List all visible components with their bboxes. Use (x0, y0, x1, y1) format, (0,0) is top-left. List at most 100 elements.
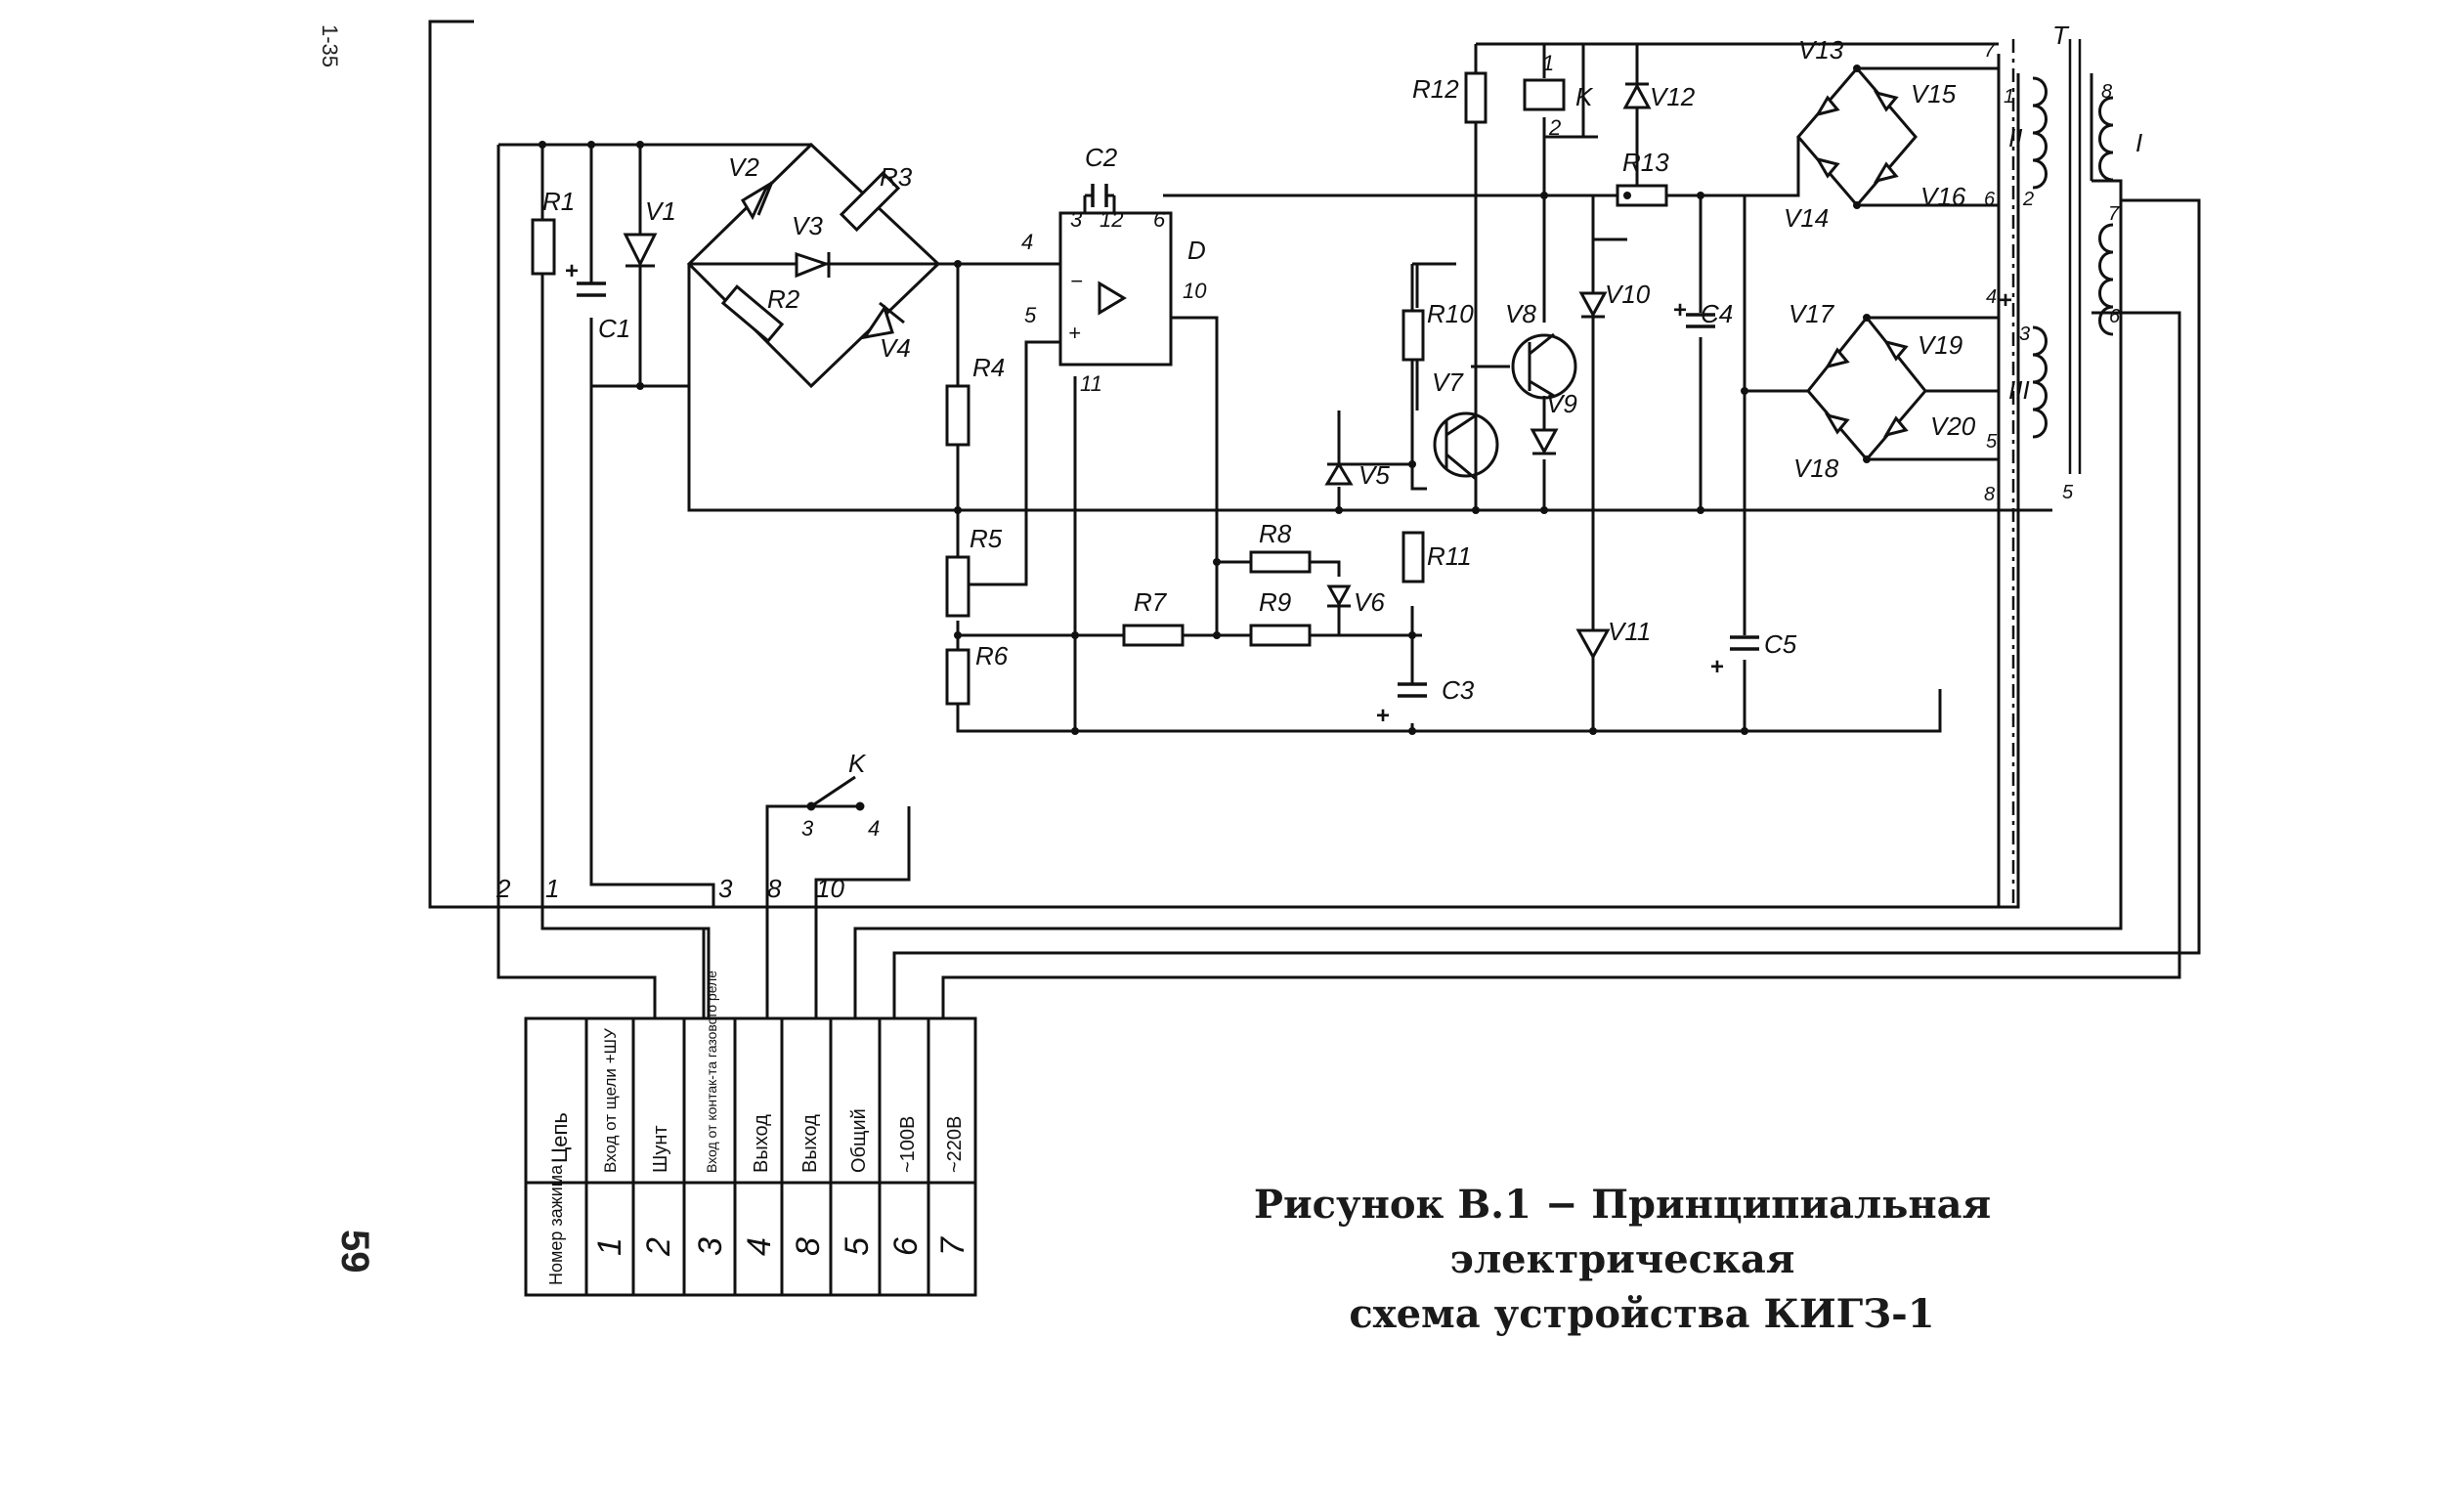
bus-number: 1 (545, 874, 559, 903)
diode-v18 (1824, 412, 1850, 435)
table-circuit-1: Вход от щели +ШУ (601, 1028, 620, 1173)
capacitor-c3 (1398, 682, 1427, 698)
diode-v9 (1530, 428, 1559, 455)
opamp-pin-4: 4 (1021, 230, 1033, 254)
opamp-pin-6: 6 (1153, 207, 1166, 232)
label-c5: C5 (1764, 629, 1797, 659)
label-v17: V17 (1789, 299, 1835, 328)
table-number-6: 5 (839, 1237, 876, 1256)
label-v9: V9 (1546, 389, 1577, 418)
terminal-table (524, 1016, 977, 1297)
resistor-r6 (945, 648, 970, 706)
resistor-r8 (1249, 550, 1312, 574)
table-header-number: Номер зажима (546, 1164, 566, 1285)
resistor-r3 (839, 170, 901, 233)
label-r12: R12 (1412, 74, 1459, 104)
figure-caption: Рисунок В.1 − Принципиальная электрическ… (1158, 1178, 2087, 1342)
caption-line-2: схема устройства КИГЗ-1 (1349, 1291, 1935, 1337)
label-relay-contact-k: K (848, 749, 867, 778)
opamp-pin-10: 10 (1183, 279, 1207, 303)
label-r7: R7 (1134, 587, 1168, 617)
bus-dashed (430, 39, 2018, 909)
label-v1: V1 (645, 196, 676, 226)
caption-line-1: Рисунок В.1 − Принципиальная электрическ… (1253, 1182, 1992, 1282)
label-t: T (2052, 21, 2070, 50)
label-v3: V3 (792, 211, 823, 240)
capacitor-c4 (1686, 313, 1715, 328)
transistor-v8 (1511, 332, 1577, 400)
capacitor-c5 (1730, 635, 1759, 651)
label-r8: R8 (1259, 519, 1292, 548)
transformer-pin: 7 (2108, 203, 2120, 225)
label-r1: R1 (542, 187, 575, 216)
opamp-d (1058, 211, 1173, 367)
junction-dots (539, 65, 1871, 735)
diode-v5 (1324, 461, 1354, 486)
resistor-r4 (945, 384, 970, 447)
diode-v17 (1824, 347, 1850, 369)
label-winding-iii: III (2008, 375, 2030, 405)
diodes (623, 82, 1909, 661)
diode-v3 (795, 251, 831, 279)
table-circuit-7: ~100В (897, 1116, 919, 1173)
table-circuit-6: Общий (848, 1108, 870, 1173)
sheet-mark: 1-35 (318, 24, 342, 68)
diode-v16 (1873, 161, 1899, 184)
diode-v1 (623, 233, 658, 268)
transistors (1433, 332, 1577, 481)
diode-v19 (1882, 339, 1909, 362)
resistor-r2 (720, 284, 785, 343)
resistor-r10 (1401, 309, 1425, 362)
table-number-3: 3 (692, 1237, 729, 1256)
bus-number: 10 (816, 874, 844, 903)
relay-pin-3: 3 (801, 816, 814, 841)
label-v14: V14 (1784, 203, 1829, 233)
polarity-mark: + (1999, 287, 2012, 314)
label-r6: R6 (975, 641, 1009, 670)
diode-v2 (740, 181, 774, 221)
transformer-pin: 8 (1984, 484, 1995, 505)
table-circuit-2: Шунт (650, 1125, 671, 1173)
label-c3: C3 (1442, 675, 1475, 705)
table-number-5: 8 (790, 1237, 827, 1256)
resistors (531, 71, 1668, 706)
diode-v10 (1578, 291, 1608, 319)
resistor-r9 (1249, 624, 1312, 647)
table-circuit-8: ~220В (944, 1116, 966, 1173)
label-c1: C1 (598, 314, 630, 343)
relay-contact-k (806, 775, 865, 811)
winding-i-lower (2098, 223, 2114, 336)
bus-number: 3 (718, 874, 733, 903)
relay-pin-1: 1 (1542, 51, 1554, 75)
transistor-v7 (1433, 411, 1499, 481)
label-winding-ii: II (2008, 123, 2022, 152)
label-v10: V10 (1605, 280, 1651, 309)
label-r3: R3 (880, 162, 913, 192)
transformer-pin: 3 (2019, 324, 2030, 345)
label-winding-i: I (2135, 128, 2142, 157)
label-r11: R11 (1427, 541, 1472, 571)
diode-v14 (1814, 156, 1840, 179)
capacitor-c1 (577, 281, 606, 297)
label-d: D (1187, 236, 1206, 265)
bus-number: 8 (767, 874, 782, 903)
transformer-pin: 5 (2062, 482, 2074, 503)
resistor-r7 (1122, 624, 1185, 647)
label-c2: C2 (1085, 143, 1118, 172)
label-r5: R5 (970, 524, 1003, 553)
polarity-mark: + (1710, 654, 1724, 680)
resistor-r5 (945, 555, 970, 618)
label-v4: V4 (880, 333, 911, 363)
resistor-r1 (531, 218, 556, 276)
table-circuit-3: Вход от контак-та газового реле (704, 971, 719, 1173)
transformer-pin: 1 (2004, 86, 2014, 108)
transformer-pin: 4 (1986, 286, 1997, 308)
opamp-plus: + (1068, 321, 1081, 345)
label-v5: V5 (1358, 460, 1390, 490)
label-c4: C4 (1701, 299, 1733, 328)
label-v2: V2 (728, 152, 759, 182)
polarity-mark: + (1673, 297, 1687, 324)
label-v11: V11 (1608, 617, 1651, 646)
label-v12: V12 (1650, 82, 1696, 111)
